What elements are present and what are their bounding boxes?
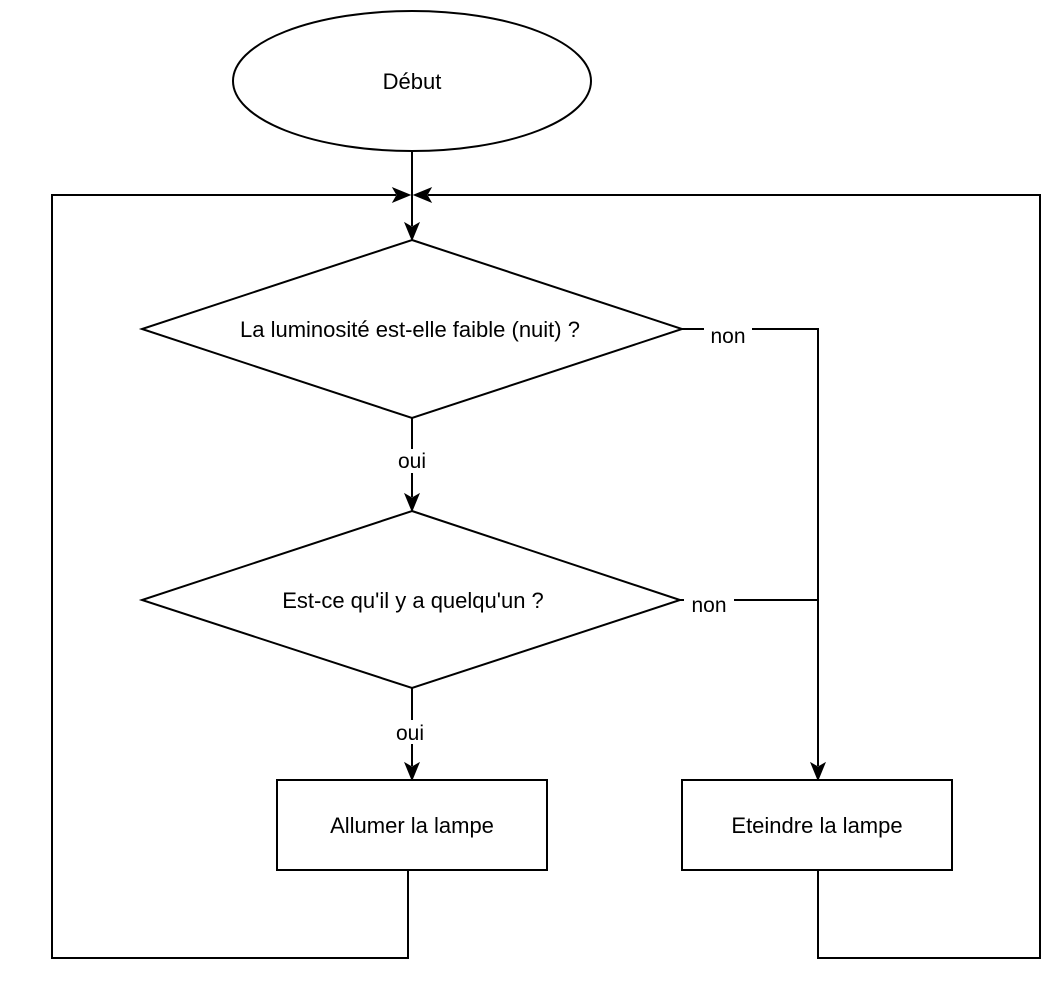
arrow-loop-left-icon bbox=[391, 186, 412, 204]
node-start: Début bbox=[232, 10, 592, 152]
edge-start-to-decision-light bbox=[403, 151, 421, 242]
arrow-into-lamp-off-icon bbox=[809, 761, 827, 782]
edge-label-person-yes-text: oui bbox=[396, 722, 424, 745]
edge-label-person-yes: oui bbox=[391, 720, 431, 745]
arrow-into-decision-light-icon bbox=[403, 221, 421, 242]
node-lamp-on: Allumer la lampe bbox=[276, 779, 548, 871]
edge-label-person-no-text: non bbox=[691, 594, 726, 617]
arrow-into-lamp-on-icon bbox=[403, 761, 421, 782]
edge-lamp-on-loop-back bbox=[51, 186, 412, 959]
edge-label-person-no: non bbox=[684, 592, 734, 617]
node-lamp-off: Eteindre la lampe bbox=[681, 779, 953, 871]
node-decision-light-label: La luminosité est-elle faible (nuit) ? bbox=[240, 317, 580, 342]
node-lamp-off-label: Eteindre la lampe bbox=[731, 813, 902, 838]
arrow-loop-right-icon bbox=[412, 186, 433, 204]
node-decision-person-label: Est-ce qu'il y a quelqu'un ? bbox=[282, 588, 544, 613]
edge-label-light-no-text: non bbox=[710, 325, 745, 348]
edge-lamp-off-loop-back bbox=[412, 186, 1041, 959]
node-start-label: Début bbox=[383, 69, 442, 94]
node-lamp-on-label: Allumer la lampe bbox=[330, 813, 494, 838]
edge-light-no bbox=[682, 328, 827, 782]
edge-label-light-yes-text: oui bbox=[398, 450, 426, 473]
edge-label-light-yes: oui bbox=[394, 449, 432, 473]
edge-label-light-no: non bbox=[704, 321, 752, 348]
node-decision-person: Est-ce qu'il y a quelqu'un ? bbox=[138, 509, 684, 690]
node-decision-light: La luminosité est-elle faible (nuit) ? bbox=[138, 238, 686, 420]
arrow-into-decision-person-icon bbox=[403, 492, 421, 513]
